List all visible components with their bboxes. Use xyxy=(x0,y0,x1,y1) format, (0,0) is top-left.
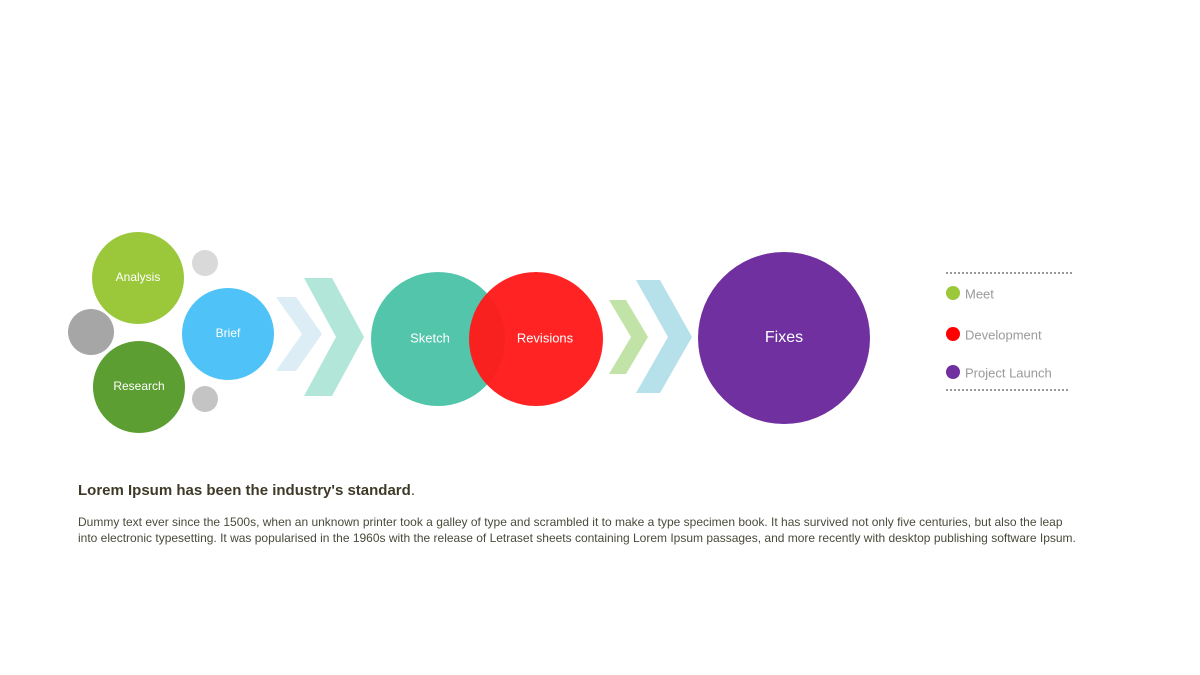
node-research-label: Research xyxy=(113,379,164,393)
legend-label-development: Development xyxy=(965,327,1042,342)
legend-label-meet: Meet xyxy=(965,286,994,301)
grey-dot-top xyxy=(192,250,218,276)
node-brief-label: Brief xyxy=(216,326,241,340)
legend-swatch-project-launch xyxy=(946,365,960,379)
legend-swatch-development xyxy=(946,327,960,341)
grey-dot-left xyxy=(68,309,114,355)
legend-swatch-meet xyxy=(946,286,960,300)
node-fixes: Fixes xyxy=(698,252,870,424)
node-fixes-label: Fixes xyxy=(765,329,803,346)
legend-item-meet: Meet xyxy=(946,286,994,301)
legend: Meet Development Project Launch xyxy=(946,272,1072,391)
legend-item-project-launch: Project Launch xyxy=(946,365,1052,380)
node-revisions: Revisions xyxy=(469,272,603,406)
node-brief: Brief xyxy=(182,288,274,380)
chevron-arrow-2b xyxy=(636,280,692,393)
node-sketch: Sketch xyxy=(371,272,505,406)
node-analysis: Analysis xyxy=(92,232,184,324)
body-paragraph: Dummy text ever since the 1500s, when an… xyxy=(78,515,1076,545)
node-revisions-label: Revisions xyxy=(517,330,574,345)
legend-item-development: Development xyxy=(946,327,1042,342)
chevron-arrow-1a xyxy=(276,297,322,371)
headline: Lorem Ipsum has been the industry's stan… xyxy=(78,482,415,499)
node-sketch-label: Sketch xyxy=(410,330,450,345)
chevron-arrow-1b xyxy=(304,278,364,396)
legend-label-project-launch: Project Launch xyxy=(965,365,1052,380)
node-research: Research xyxy=(93,341,185,433)
node-analysis-label: Analysis xyxy=(116,270,161,284)
chevron-arrow-2a xyxy=(609,300,648,374)
headline-text: Lorem Ipsum has been the industry's stan… xyxy=(78,482,411,499)
grey-dot-bottom xyxy=(192,386,218,412)
headline-period: . xyxy=(410,482,415,499)
